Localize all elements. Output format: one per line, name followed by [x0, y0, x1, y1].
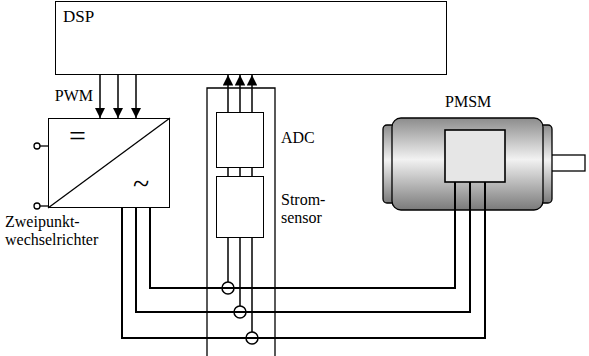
measurement-band	[207, 88, 275, 356]
pwm-signals	[100, 75, 136, 118]
connector-line	[135, 75, 137, 118]
dc-terminals	[34, 143, 48, 209]
label-holder: PWM	[55, 87, 93, 105]
dc-symbol: =	[69, 121, 86, 151]
connector-line	[227, 75, 229, 112]
motor-label: PMSM	[445, 93, 491, 111]
connector-line	[239, 168, 241, 176]
adc-label: ADC	[281, 129, 315, 147]
sensor-label: Strom- sensor	[281, 191, 341, 228]
inverter-label: Zweipunkt- wechselrichter	[5, 213, 115, 250]
connector-line	[99, 75, 101, 118]
terminal-wire	[40, 205, 48, 206]
motor-node: PMSM	[383, 118, 552, 210]
text-holder: ~	[133, 169, 149, 199]
current-sensor-box: Strom- sensor	[216, 176, 264, 238]
inverter-diagonal	[48, 118, 170, 208]
sensor-clamps	[222, 238, 258, 344]
connector-line	[239, 75, 241, 112]
connector-line	[136, 182, 470, 312]
connector-line	[251, 168, 253, 176]
connector-line	[117, 75, 119, 118]
motor-housing	[392, 118, 543, 210]
text-holder: DSP	[63, 7, 94, 27]
terminal-circle	[34, 143, 40, 149]
ac-symbol: ~	[133, 169, 149, 199]
connector-line	[122, 182, 485, 338]
terminal-wire	[40, 145, 48, 146]
signal-label: PWM	[55, 87, 93, 105]
motor-shaft	[551, 155, 585, 171]
dsp-box: DSP	[55, 1, 447, 75]
sensor-lead	[251, 238, 253, 332]
text-holder: Strom- sensor	[281, 191, 341, 228]
text-holder: =	[69, 121, 86, 151]
phase-wires	[122, 182, 485, 338]
text-holder: ADC	[281, 129, 315, 147]
adc-data	[228, 75, 252, 112]
terminal-circle	[34, 203, 40, 209]
terminal-box	[445, 130, 505, 182]
sensor-lead	[227, 238, 229, 282]
connector-line	[227, 168, 229, 176]
inverter-box: =~Zweipunkt- wechselrichter	[48, 118, 170, 208]
adc-box: ADC	[216, 112, 264, 168]
text-holder: Zweipunkt- wechselrichter	[5, 213, 115, 250]
text-holder: PMSM	[445, 93, 491, 111]
connector-line	[150, 182, 455, 288]
sensor-lead	[239, 238, 241, 306]
connector-line	[251, 75, 253, 112]
sensor-signals	[228, 168, 252, 176]
dsp-label: DSP	[63, 7, 94, 27]
